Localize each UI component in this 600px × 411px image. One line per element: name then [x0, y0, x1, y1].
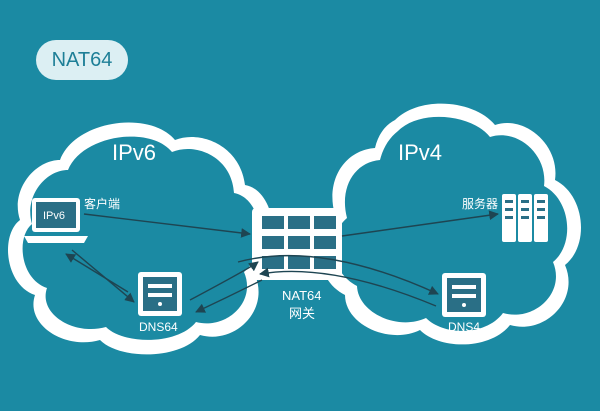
- dns4-label: DNS4: [448, 320, 480, 334]
- ipv6-cloud: [7, 122, 274, 355]
- ipv4-label: IPv4: [398, 140, 442, 165]
- arrow-dns4-to-gateway: [259, 267, 437, 307]
- flow-arrows: [65, 210, 499, 313]
- arrow-gateway-to-server: [341, 210, 499, 237]
- arrow-dns64-to-client: [65, 253, 129, 293]
- nat64-badge: NAT64: [36, 40, 128, 80]
- arrow-gateway-to-dns4: [237, 254, 439, 295]
- laptop-screen-text: IPv6: [43, 210, 65, 222]
- gateway-label-line2: 网关: [289, 307, 315, 322]
- dns64-label: DNS64: [139, 320, 178, 334]
- ipv6-label: IPv6: [112, 140, 156, 165]
- arrow-gateway-to-dns64: [195, 279, 263, 313]
- server-rack-icon: [502, 194, 548, 242]
- dns4-server-icon: [442, 273, 486, 317]
- gateway-icon: [252, 208, 342, 280]
- server-label: 服务器: [462, 196, 498, 211]
- arrow-client-to-gateway: [83, 213, 251, 238]
- dns64-server-icon: [138, 272, 182, 316]
- gateway-label-line1: NAT64: [282, 288, 322, 303]
- laptop-icon: [24, 198, 88, 243]
- client-label: 客户端: [84, 196, 120, 211]
- ipv4-cloud: [318, 103, 582, 345]
- arrow-dns64-to-gateway: [189, 261, 259, 301]
